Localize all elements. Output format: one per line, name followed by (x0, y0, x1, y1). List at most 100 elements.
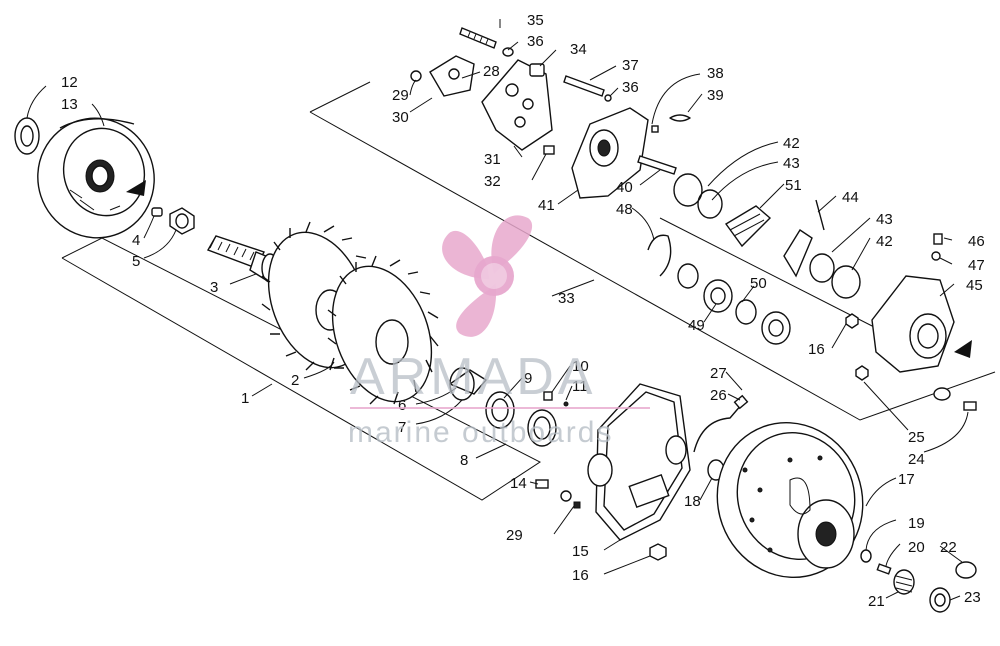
callout-10: 10 (572, 358, 589, 375)
callout-28: 28 (483, 63, 500, 80)
callout-20: 20 (908, 539, 925, 556)
propeller-icon (442, 215, 533, 337)
callout-5: 5 (132, 253, 140, 270)
part-48-ring (647, 234, 672, 277)
callout-50: 50 (750, 275, 767, 292)
part-14-29-bolt (535, 479, 581, 509)
arrow-marker-right (954, 340, 972, 358)
callout-51: 51 (785, 177, 802, 194)
part-38-39-pin (651, 114, 691, 133)
part-43-42-right (809, 253, 861, 299)
part-45-housing (871, 233, 955, 373)
callout-6: 6 (398, 397, 406, 414)
callout-16: 16 (572, 567, 589, 584)
callout-32: 32 (484, 173, 501, 190)
callout-42: 42 (876, 233, 893, 250)
watermark: ARMADA marine outboards (348, 215, 650, 449)
part-25-24-bolt (855, 365, 977, 411)
callout-8: 8 (460, 452, 468, 469)
callout-43: 43 (783, 155, 800, 172)
part-36-washer-top (502, 47, 514, 57)
callout-4: 4 (132, 232, 140, 249)
callout-41: 41 (538, 197, 555, 214)
part-37-bolt (563, 75, 612, 102)
part-2-sprocket-right (327, 255, 439, 405)
callout-38: 38 (707, 65, 724, 82)
part-44-clip (783, 199, 825, 278)
group-bracket-1 (61, 237, 541, 501)
callout-49: 49 (688, 317, 705, 334)
callout-15: 15 (572, 543, 589, 560)
callout-22: 22 (940, 539, 957, 556)
callout-7: 7 (398, 419, 406, 436)
callout-14: 14 (510, 475, 527, 492)
callout-17: 17 (898, 471, 915, 488)
part-17-brake-disc (716, 421, 864, 579)
part-16-nut-upper (845, 313, 859, 329)
part-21-spring (893, 569, 915, 595)
callout-40: 40 (616, 179, 633, 196)
callout-34: 34 (570, 41, 587, 58)
part-42-43-bushing (673, 173, 723, 219)
callout-46: 46 (968, 233, 985, 250)
callout-43: 43 (876, 211, 893, 228)
part-13-pulley-sheave (37, 117, 155, 239)
part-28-bracket (429, 55, 475, 97)
part-15-chaincase (587, 383, 691, 541)
group-bracket-33 (309, 81, 996, 421)
callout-9: 9 (524, 370, 532, 387)
callout-36: 36 (622, 79, 639, 96)
callout-3: 3 (210, 279, 218, 296)
part-9-seal (485, 391, 515, 429)
callout-24: 24 (908, 451, 925, 468)
callout-36: 36 (527, 33, 544, 50)
callout-26: 26 (710, 387, 727, 404)
callout-37: 37 (622, 57, 639, 74)
part-5-nut (169, 207, 195, 235)
part-35-bolt (459, 27, 497, 49)
watermark-brand: ARMADA (350, 348, 596, 406)
part-34-plate (481, 59, 553, 151)
callout-11: 11 (572, 378, 588, 395)
callout-29: 29 (506, 527, 523, 544)
callout-27: 27 (710, 365, 727, 382)
part-29-nut-top (410, 70, 422, 82)
part-4-pin (151, 207, 163, 217)
callout-35: 35 (527, 12, 544, 29)
callout-1: 1 (241, 390, 249, 407)
callout-leaders (26, 19, 969, 601)
callout-44: 44 (842, 189, 859, 206)
part-41-caliper (571, 107, 649, 199)
callout-45: 45 (966, 277, 983, 294)
callout-29: 29 (392, 87, 409, 104)
callout-47: 47 (968, 257, 985, 274)
part-22-oring (955, 561, 977, 579)
callout-16: 16 (808, 341, 825, 358)
part-51-brake-pad (724, 205, 772, 248)
part-31-32-bolt (543, 145, 555, 155)
part-10-11-bolt (543, 391, 569, 407)
callout-12: 12 (61, 74, 78, 91)
callout-21: 21 (868, 593, 885, 610)
callout-48: 48 (616, 201, 633, 218)
part-12-washer (14, 117, 40, 155)
part-19-20-washer-bolt (860, 549, 892, 575)
part-40-rod (637, 155, 677, 175)
callout-2: 2 (291, 372, 299, 389)
part-49-50-bearings (677, 263, 791, 345)
part-23-cap (929, 587, 951, 613)
callout-25: 25 (908, 429, 925, 446)
callout-18: 18 (684, 493, 701, 510)
callout-19: 19 (908, 515, 925, 532)
part-16-nut-lower (649, 543, 667, 561)
callout-labels: 35 36 34 28 29 30 37 36 38 39 31 32 42 4… (61, 12, 985, 610)
callout-30: 30 (392, 109, 409, 126)
arrow-marker-left (126, 180, 146, 196)
callout-31: 31 (484, 151, 501, 168)
callout-13: 13 (61, 96, 78, 113)
callout-39: 39 (707, 87, 724, 104)
watermark-tagline: marine outboards (348, 416, 613, 449)
callout-33: 33 (558, 290, 575, 307)
callout-23: 23 (964, 589, 981, 606)
